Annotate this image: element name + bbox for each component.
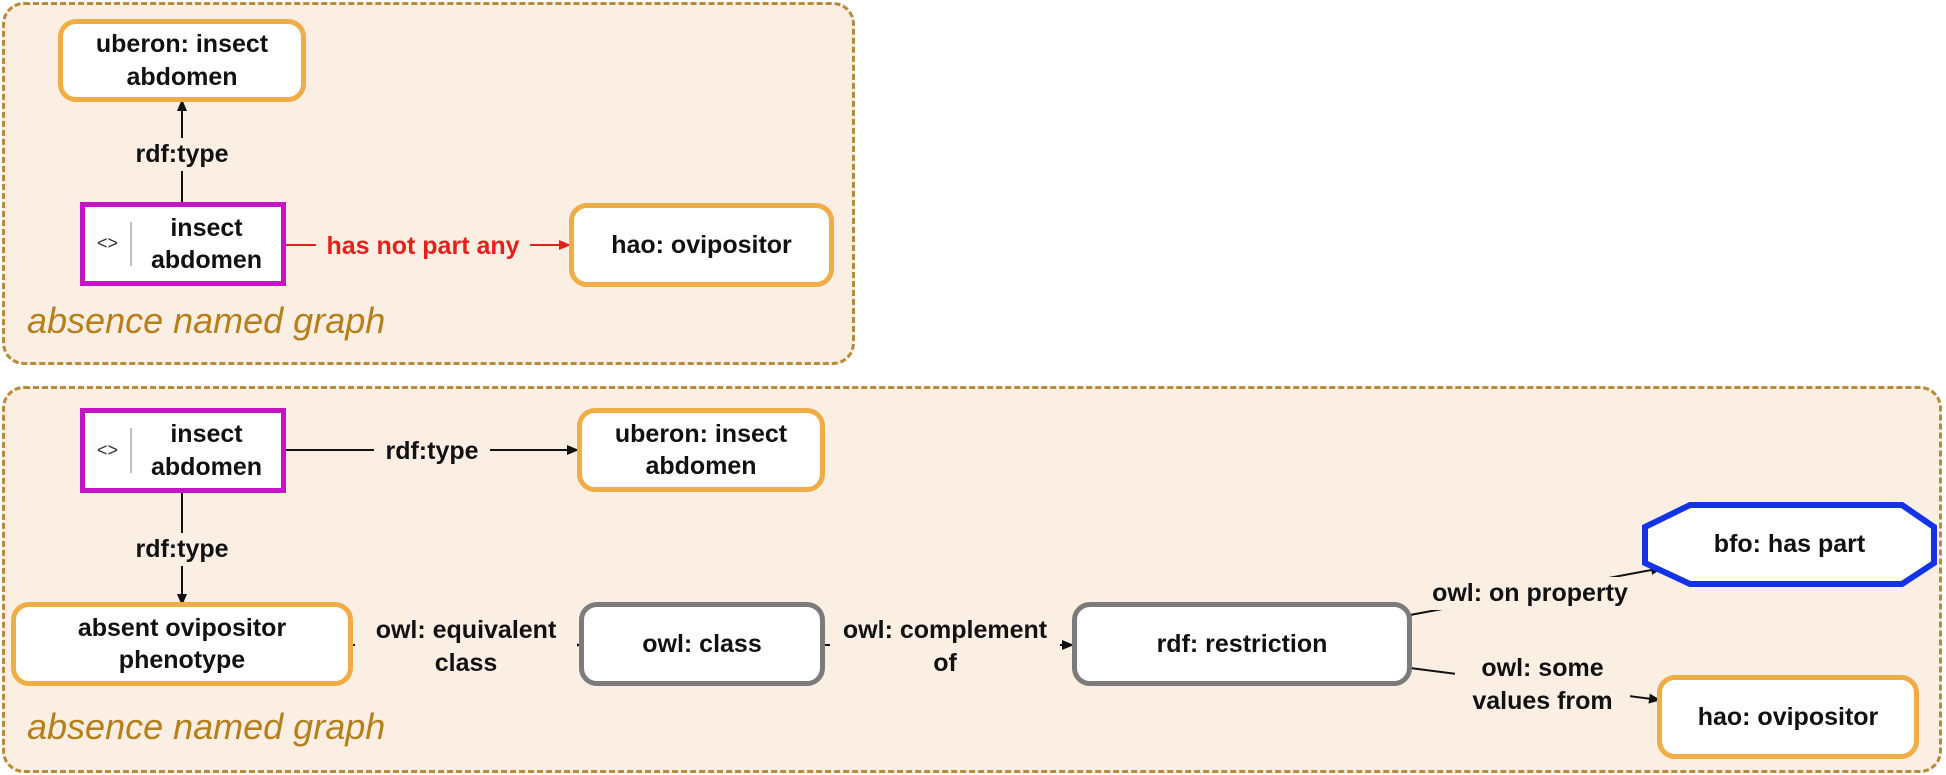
node-label: absent ovipositor phenotype bbox=[77, 613, 287, 675]
resource-symbol-icon: <> bbox=[85, 428, 132, 473]
bfo-has-part-node: bfo: has part bbox=[1645, 505, 1934, 584]
bottom-graph-label: absence named graph bbox=[27, 706, 386, 747]
node-label: owl: class bbox=[642, 629, 762, 658]
top-rdf-type-label: rdf:type bbox=[124, 138, 240, 171]
owl-on-property-label: owl: on property bbox=[1420, 577, 1640, 610]
node-label: uberon: insect abdomen bbox=[614, 419, 788, 481]
node-label: hao: ovipositor bbox=[1697, 702, 1879, 731]
top-graph-label: absence named graph bbox=[27, 300, 386, 341]
top-hao-ovipositor-node: hao: ovipositor bbox=[569, 203, 834, 287]
absent-ovipositor-phenotype-node: absent ovipositor phenotype bbox=[11, 602, 353, 686]
node-label: uberon: insect abdomen bbox=[95, 30, 269, 91]
bottom-uberon-insect-abdomen-node: uberon: insect abdomen bbox=[577, 408, 825, 492]
bottom-rdf-type-down-label: rdf:type bbox=[124, 533, 240, 566]
bottom-insect-abdomen-node: <> insect abdomen bbox=[80, 408, 286, 493]
node-label: rdf: restriction bbox=[1156, 629, 1328, 658]
top-insect-abdomen-node: <> insect abdomen bbox=[80, 202, 286, 286]
node-label: insect abdomen bbox=[150, 213, 263, 275]
bottom-rdf-type-right-label: rdf:type bbox=[374, 435, 490, 468]
bottom-hao-ovipositor-node: hao: ovipositor bbox=[1657, 675, 1919, 759]
rdf-restriction-node: rdf: restriction bbox=[1072, 602, 1412, 686]
node-label: insect abdomen bbox=[150, 420, 263, 481]
owl-some-values-from-label: owl: some values from bbox=[1455, 652, 1630, 717]
owl-complement-of-label: owl: complement of bbox=[830, 614, 1060, 679]
top-has-not-part-any-label: has not part any bbox=[316, 230, 530, 263]
node-label: hao: ovipositor bbox=[611, 230, 792, 259]
owl-equivalent-class-label: owl: equivalent class bbox=[355, 614, 577, 679]
node-label: bfo: has part bbox=[1713, 530, 1866, 558]
top-uberon-insect-abdomen-node: uberon: insect abdomen bbox=[58, 19, 306, 102]
bfo-has-part-node-shape bbox=[1642, 502, 1937, 587]
owl-class-node: owl: class bbox=[579, 602, 825, 686]
resource-symbol-icon: <> bbox=[85, 221, 132, 267]
